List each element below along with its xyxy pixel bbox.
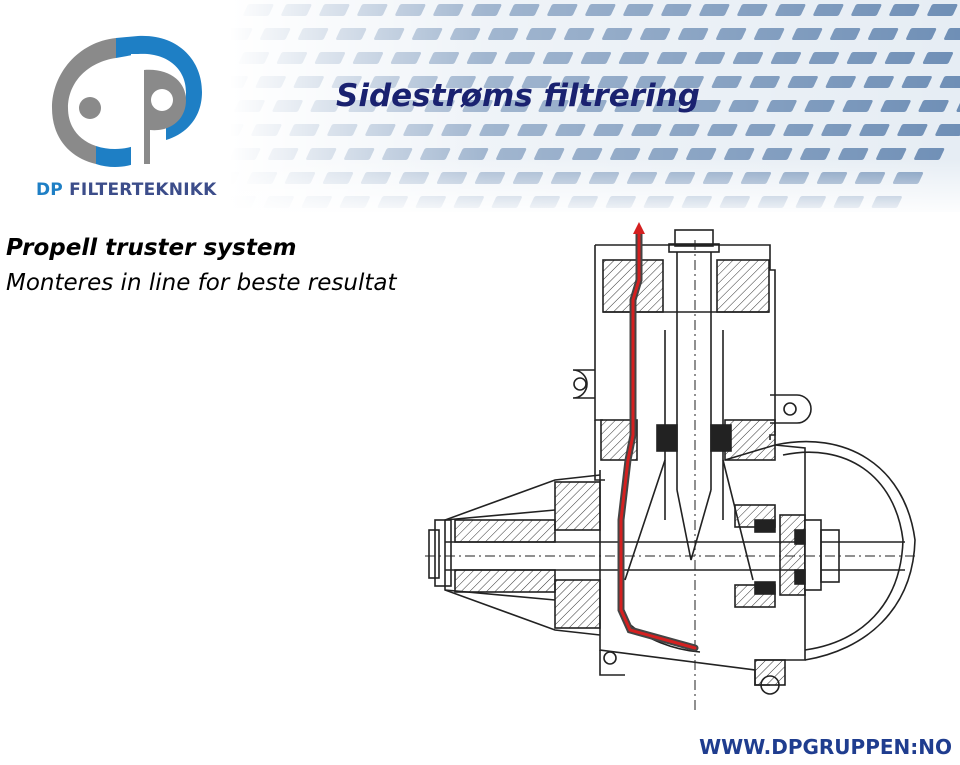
filter-mesh-banner (230, 0, 960, 212)
website-link[interactable]: WWW.DPGRUPPEN:NO (699, 735, 952, 759)
brand-name: FILTERTEKNIKK (62, 180, 217, 200)
brand-wordmark: DP FILTERTEKNIKK (36, 180, 216, 200)
subtitle-install-note: Monteres in line for beste resultat (6, 270, 397, 296)
propeller-thruster-cross-section-drawing (425, 220, 960, 720)
dp-logo-icon (38, 30, 238, 210)
subtitle-system: Propell truster system (6, 235, 297, 261)
page-title: Sidestrøms filtrering (336, 78, 700, 114)
brand-prefix: DP (36, 180, 63, 200)
